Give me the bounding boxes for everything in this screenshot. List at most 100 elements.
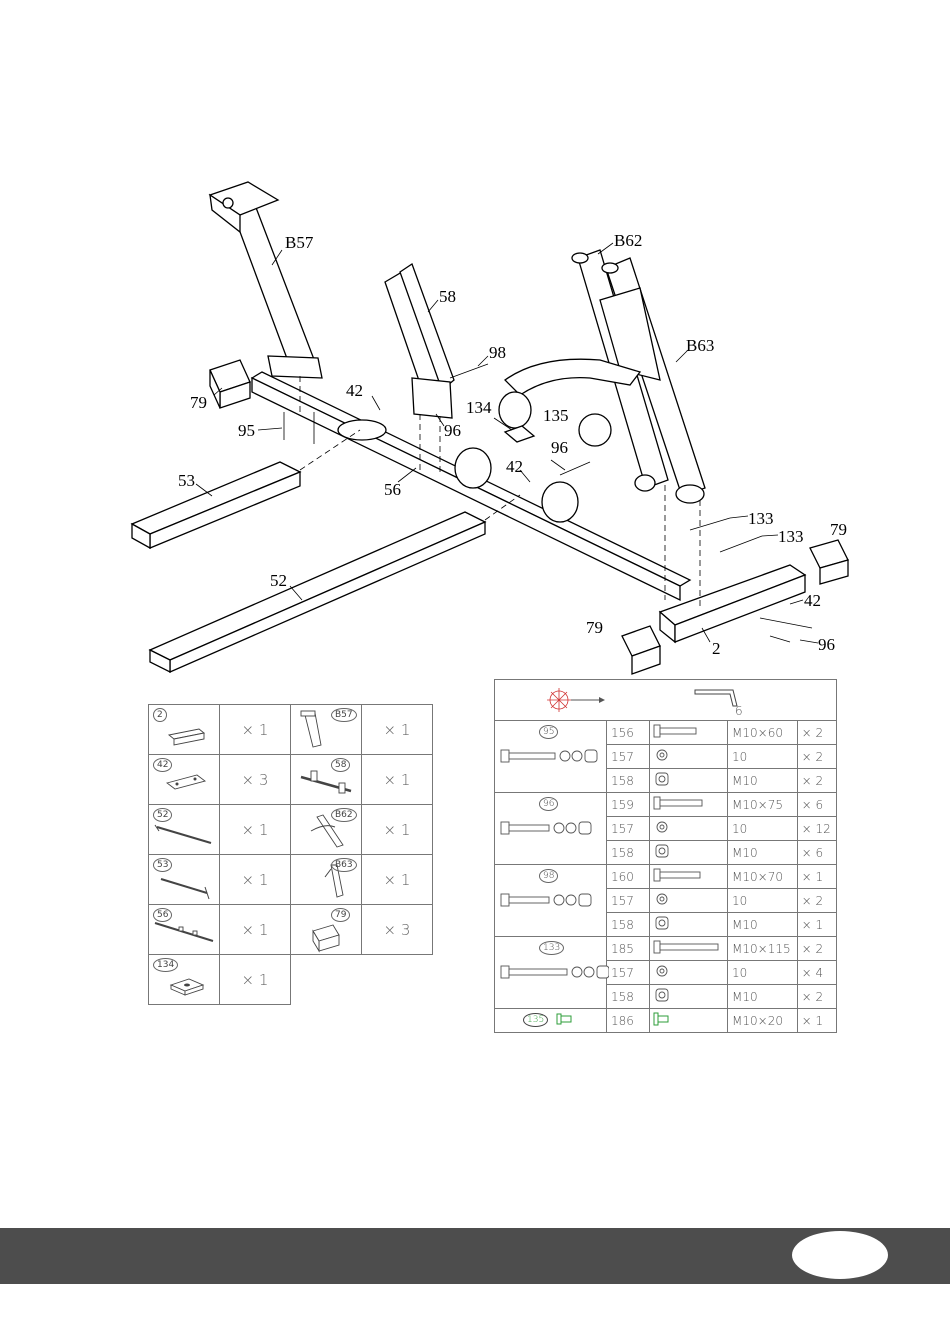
hardware-picture [649,864,729,889]
hardware-group-tag: 96 [539,797,559,811]
hardware-spec: M10 [727,768,798,793]
hardware-picture [649,816,729,841]
callout-2: 2 [712,639,721,658]
hardware-spec: M10×60 [727,720,798,745]
part-quantity: × 1 [219,954,291,1005]
part-image-cell: 134 [148,954,220,1005]
hardware-icon [653,940,719,954]
hardware-picture [649,960,729,985]
hardware-spec: 10 [727,888,798,913]
hardware-quantity: × 2 [796,984,838,1009]
part-53-rear-tube [130,461,302,535]
bolt-135-icon [556,1013,572,1025]
part-thumbnail [160,878,210,900]
hardware-group-cell: 135 [494,1008,607,1033]
part-number-tag: 134 [153,958,179,972]
hardware-part-number: 158 [605,768,651,793]
hardware-icon [653,868,701,882]
part-image-cell: 52 [148,804,220,855]
part-thumbnail [154,824,212,844]
hardware-part-number: 158 [605,912,651,937]
part-number-tag: 56 [153,908,173,922]
part-thumbnail [167,728,206,746]
part-b57-plate [267,355,323,379]
hardware-spec: 10 [727,744,798,769]
part-quantity: × 3 [219,754,291,805]
callout-52: 52 [270,571,287,590]
screwdriver-icon [547,688,605,712]
part-number-tag: 53 [153,858,173,872]
hardware-icon [655,844,669,858]
part-image-cell: 42 [148,754,220,805]
hardware-picture [649,768,729,793]
footer-bar [0,1228,950,1284]
part-number-tag: 52 [153,808,173,822]
hardware-spec: M10×115 [727,936,798,961]
hardware-group-tag: 133 [539,941,565,955]
hardware-icon [655,916,669,930]
hardware-icon [656,821,668,833]
hardware-spec: 10 [727,960,798,985]
part-thumbnail [169,978,205,996]
part-image-cell: B63 [290,854,362,905]
hardware-picture [649,888,729,913]
roller [541,481,579,523]
hardware-spec: M10×75 [727,792,798,817]
hardware-icon [653,796,703,810]
hardware-picture [649,840,729,865]
part-number-tag: 2 [153,708,167,722]
hardware-part-number: 157 [605,816,651,841]
callout-42: 42 [506,457,523,476]
callout-96: 96 [551,438,568,457]
part-52-long-tube [148,511,487,661]
roller [578,413,612,447]
callout-134: 134 [466,398,492,417]
hardware-part-number: 157 [605,888,651,913]
callout-79: 79 [830,520,847,539]
hardware-part-number: 158 [605,984,651,1009]
hardware-group-tag: 95 [539,725,559,739]
page-number-oval [792,1231,888,1279]
part-thumbnail [312,924,340,953]
part-image-cell: B57 [290,704,362,755]
hardware-group-tag: 135 [523,1013,549,1027]
callout-79: 79 [586,618,603,637]
part-134-plate [503,425,536,443]
callout-133: 133 [748,509,774,528]
callout-96: 96 [818,635,835,654]
part-image-cell: B62 [290,804,362,855]
part-number-tag: B63 [331,858,357,872]
bolt-assembly-icon [500,749,598,763]
part-image-cell: 56 [148,904,220,955]
part-quantity: × 3 [361,904,433,955]
exploded-assembly-diagram: B57 B62 B63 58 98 42 79 95 96 134 135 96… [130,181,849,675]
part-thumbnail [154,922,214,942]
part-image-cell: 2 [148,704,220,755]
hardware-spec: M10×70 [727,864,798,889]
hardware-spec: M10 [727,984,798,1009]
hardware-icon [653,1012,669,1026]
hardware-part-number: 157 [605,960,651,985]
part-thumbnail [300,770,352,794]
callout-133: 133 [778,527,804,546]
part-number-tag: 42 [153,758,173,772]
callout-79: 79 [190,393,207,412]
part-42-plate [337,419,387,441]
allen-key-size: 6 [735,704,743,718]
callout-135: 135 [543,406,569,425]
hardware-icon [656,965,668,977]
hardware-quantity: × 2 [796,720,838,745]
hardware-icon [655,772,669,786]
hardware-group-tag: 98 [539,869,559,883]
part-quantity: × 1 [219,804,291,855]
part-quantity: × 1 [219,854,291,905]
callout-53: 53 [178,471,195,490]
callout-42: 42 [804,591,821,610]
part-thumbnail [310,814,344,848]
